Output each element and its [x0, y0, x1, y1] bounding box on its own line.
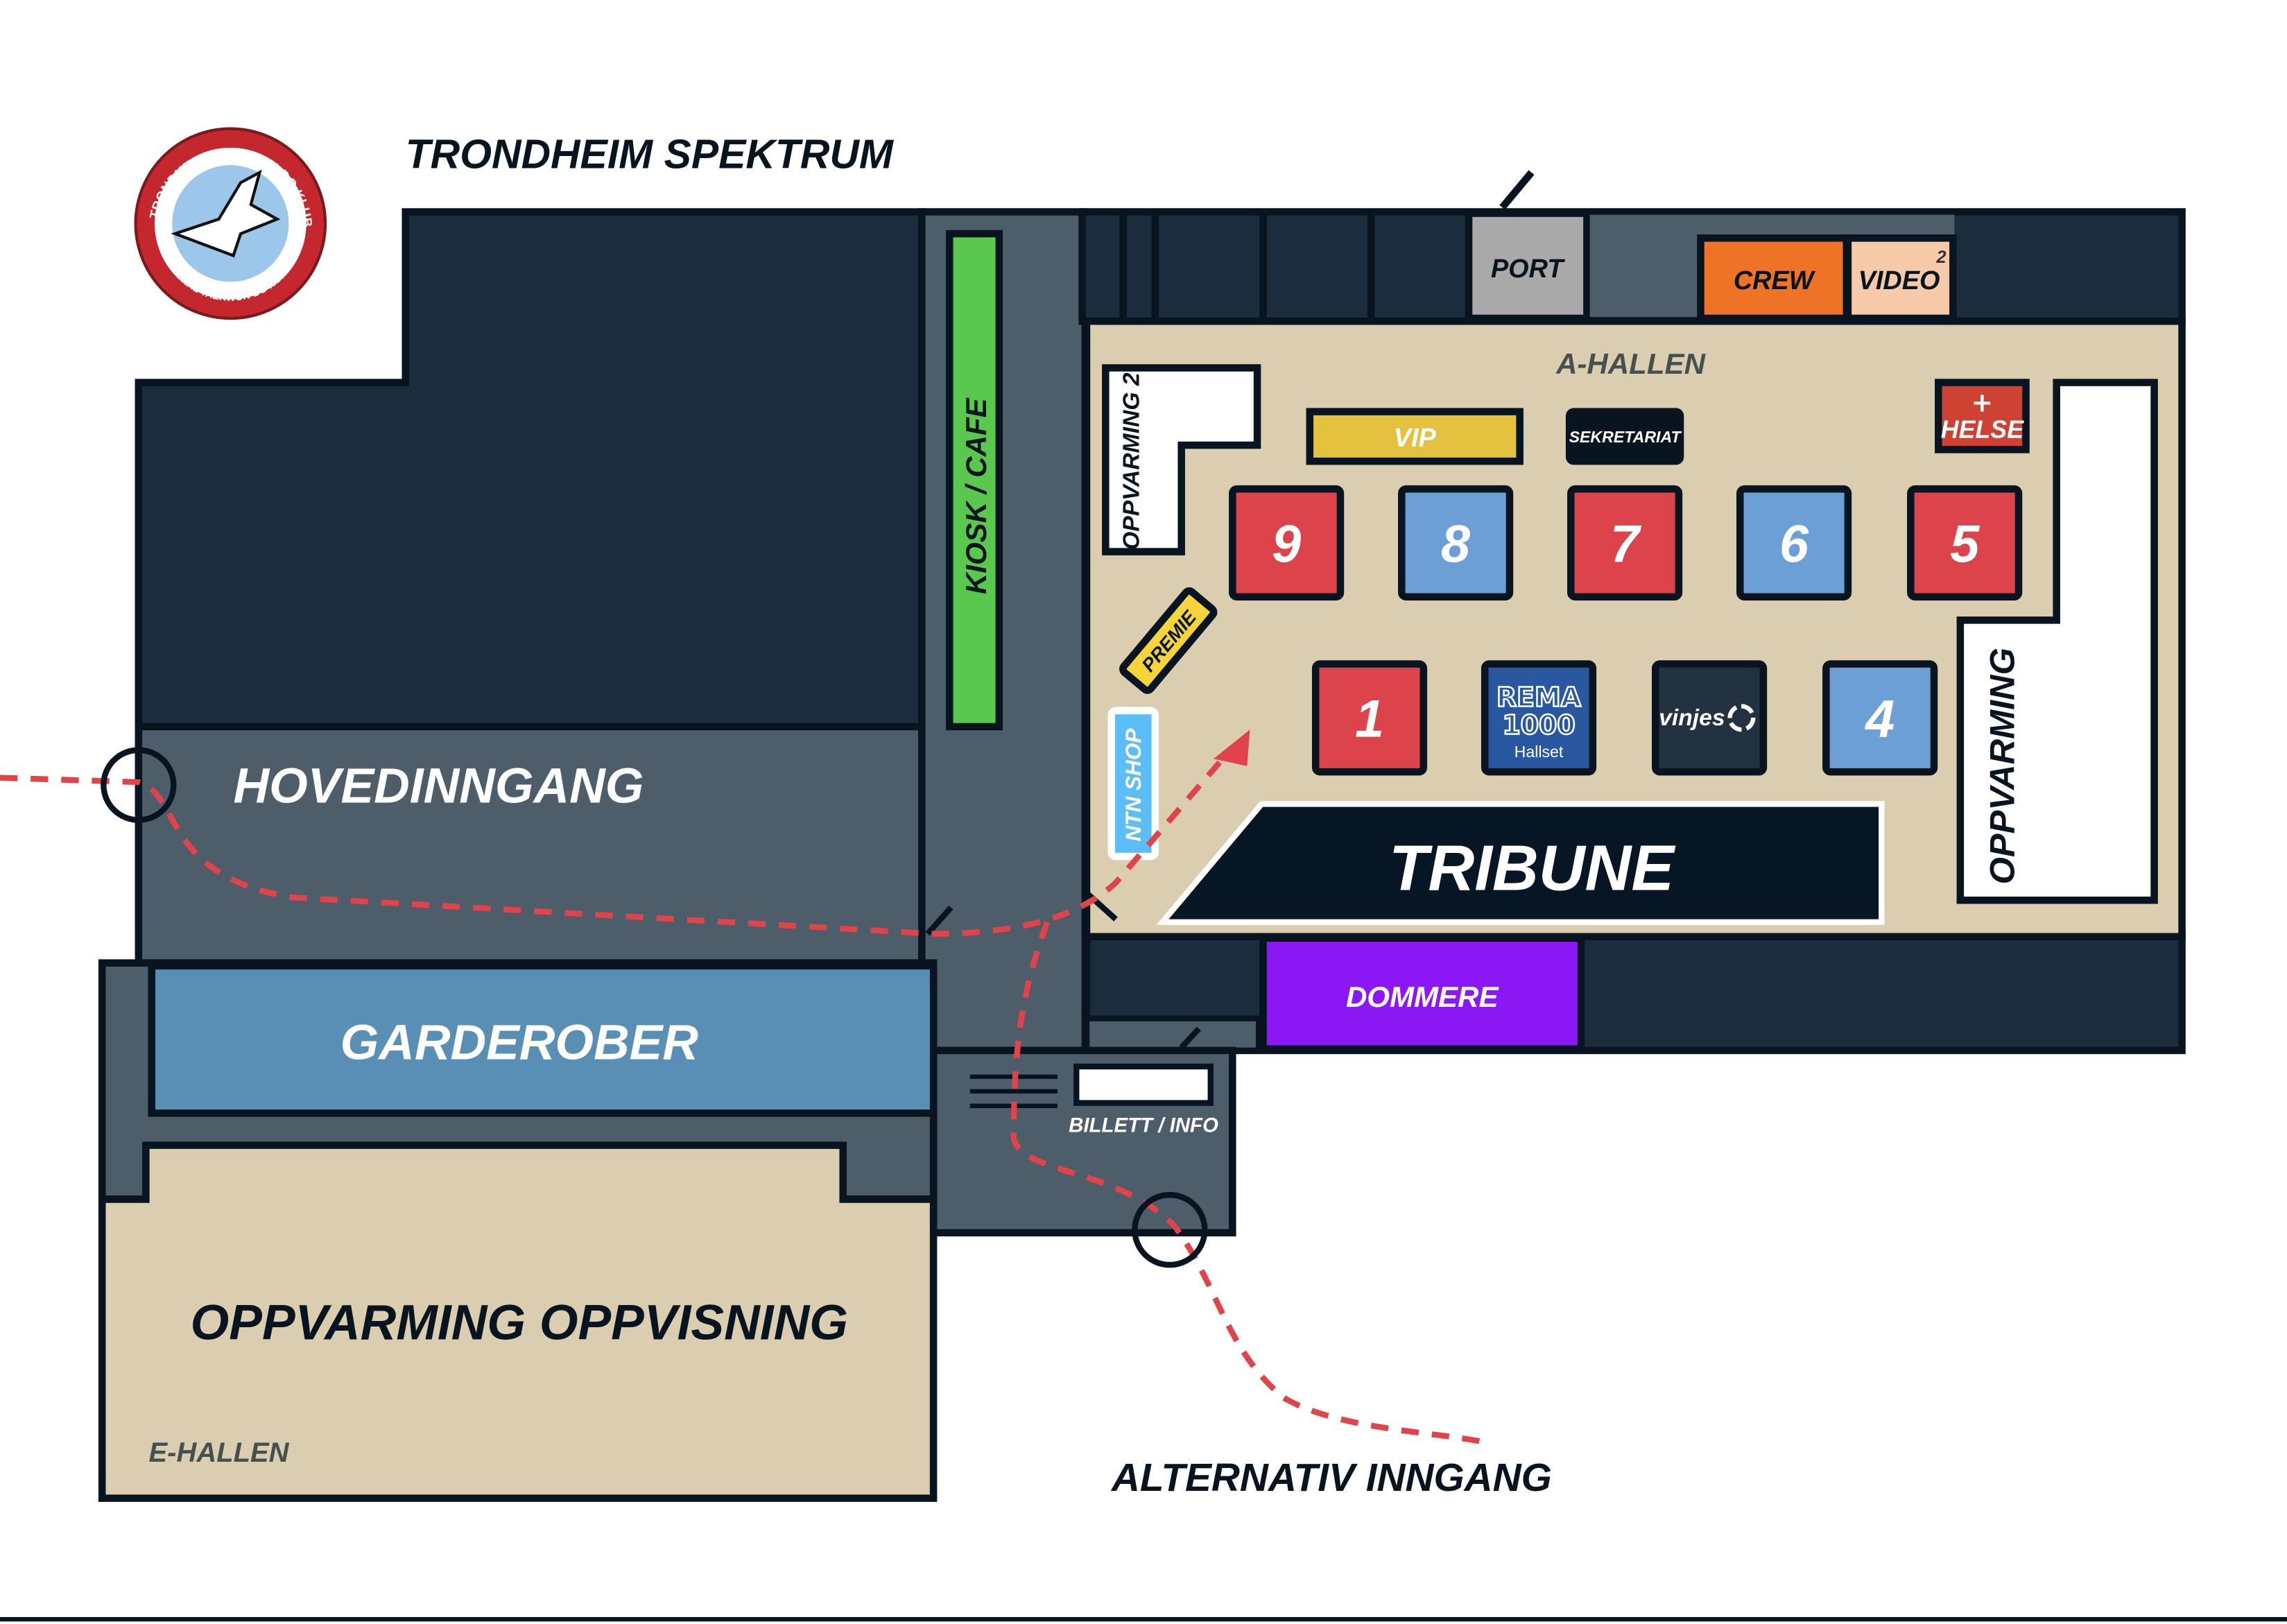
billett-info-label: BILLETT / INFO — [1069, 1114, 1218, 1137]
ring-8-label: 8 — [1441, 515, 1470, 573]
kiosk-label: KIOSK / CAFE — [960, 397, 992, 594]
billett-desk[interactable] — [1073, 1063, 1214, 1106]
garderober-area[interactable] — [148, 962, 938, 1117]
vinjes-sponsor — [1652, 660, 1768, 776]
rema-line-2: 1000 — [1502, 709, 1575, 740]
premie-area[interactable]: PREMIE — [1119, 587, 1218, 694]
alt-entrance-marker[interactable] — [1132, 1191, 1208, 1268]
ring-5-label: 5 — [1950, 515, 1980, 573]
arrow-head-icon — [1213, 729, 1250, 766]
rema-line-1: REMA — [1496, 682, 1582, 713]
oppvarming-label: OPPVARMING — [1983, 648, 2022, 884]
ring-4-label: 4 — [1864, 690, 1895, 749]
ring-8[interactable] — [1398, 485, 1514, 601]
martial-artist-icon — [171, 169, 281, 258]
tribune-label: TRIBUNE — [1389, 832, 1677, 904]
ring-9[interactable] — [1229, 485, 1345, 601]
rema-1000-sponsor — [1481, 660, 1597, 776]
first-aid-cross-icon: + — [1971, 388, 1994, 418]
crew-area[interactable] — [1697, 234, 1851, 322]
passage — [1083, 1015, 1262, 1054]
vip-label: VIP — [1394, 424, 1437, 453]
ring-1[interactable] — [1311, 660, 1428, 776]
oppvarming-2-area[interactable] — [1102, 364, 1261, 555]
helse-label: HELSE — [1941, 415, 2024, 443]
kiosk-cafe-area[interactable] — [946, 230, 1003, 731]
ring-1-label: 1 — [1355, 690, 1384, 749]
ring-6[interactable] — [1736, 485, 1852, 601]
ring-9-label: 9 — [1272, 515, 1301, 573]
vinjes-logo-text: vinjes — [1659, 705, 1725, 731]
main-entrance-marker[interactable] — [101, 747, 177, 823]
garderober-label: GARDEROBER — [340, 1015, 699, 1071]
ntn-shop-label: NTN SHOP — [1121, 728, 1146, 842]
helse-area[interactable] — [1935, 379, 2030, 453]
e-hallen-area[interactable] — [98, 1141, 938, 1502]
sekretariat-label: SEKRETARIAT — [1569, 428, 1682, 446]
tribune-area[interactable] — [1156, 801, 1885, 926]
a-hallen-label: A-HALLEN — [1555, 347, 1707, 380]
dommere-area[interactable] — [1259, 934, 1585, 1053]
video-label: VIDEO — [1858, 266, 1940, 295]
ntn-shop-area[interactable] — [1107, 707, 1159, 861]
port-label: PORT — [1491, 254, 1565, 284]
oppvarming-area[interactable] — [1956, 379, 2158, 904]
entrance-route — [0, 754, 1492, 1447]
club-logo: TRONDHEIM TAEKWON-DO KLUBB NATIONAL TAEK… — [0, 0, 327, 320]
sekretariat-area[interactable] — [1565, 408, 1684, 465]
hovedinngang-label: HOVEDINNGANG — [234, 758, 644, 813]
ring-7[interactable] — [1567, 485, 1683, 601]
crew-label: CREW — [1734, 266, 1816, 295]
ring-7-label: 7 — [1610, 515, 1642, 573]
port-area[interactable] — [1465, 209, 1591, 322]
dommere-label: DOMMERE — [1346, 981, 1500, 1013]
ring-4[interactable] — [1822, 660, 1938, 776]
e-hallen-label: E-HALLEN — [149, 1437, 290, 1468]
alternativ-inngang-label: ALTERNATIV INNGANG — [1110, 1456, 1552, 1500]
venue-title: TRONDHEIM SPEKTRUM — [406, 132, 895, 177]
vip-area[interactable] — [1306, 408, 1524, 465]
video-number: 2 — [1935, 248, 1946, 267]
ring-6-label: 6 — [1779, 515, 1809, 573]
oppvarming-2-label: OPPVARMING 2 — [1119, 372, 1145, 550]
oppvarming-oppvisning-label: OPPVARMING OPPVISNING — [191, 1295, 848, 1350]
ring-5[interactable] — [1907, 485, 2023, 601]
rema-line-3: Hallset — [1514, 743, 1564, 761]
rings-row-1: 9 8 7 6 5 — [1229, 485, 2023, 601]
